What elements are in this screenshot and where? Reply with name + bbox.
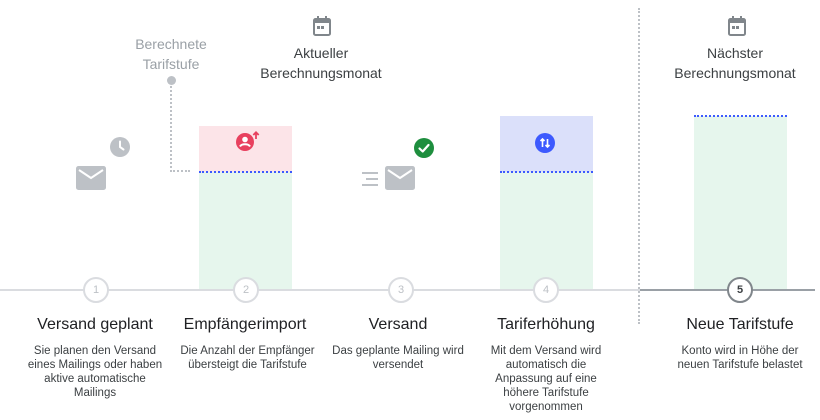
new-tier-threshold-line <box>694 115 787 117</box>
sending-mail-icon <box>362 166 415 190</box>
step-5-description: Konto wird in Höhe der neuen Tarifstufe … <box>677 345 803 371</box>
timeline-line <box>0 289 640 291</box>
step-1-title: Versand geplant <box>37 316 153 333</box>
calendar-icon <box>728 16 746 36</box>
calculated-tier-label: Berechnete Tarifstufe <box>135 36 207 72</box>
tier-threshold-line <box>500 171 593 173</box>
user-add-icon <box>236 131 260 151</box>
step-2-description: Die Anzahl der Empfänger übersteigt die … <box>180 345 315 371</box>
step-3-description: Das geplante Mailing wird versendet <box>332 345 464 371</box>
step-3-circle: 3 <box>388 277 414 303</box>
tier-bar <box>500 172 593 289</box>
calculated-tier-connector <box>170 86 190 172</box>
step-4-circle: 4 <box>533 277 559 303</box>
calculated-tier-dot <box>167 76 176 85</box>
swap-vertical-icon <box>535 133 555 153</box>
clock-icon <box>110 137 130 157</box>
new-tier-bar <box>694 116 787 289</box>
step-4-description: Mit dem Versand wird automatisch die Anp… <box>490 345 602 413</box>
step-3-title: Versand <box>368 316 428 333</box>
step-1-circle: 1 <box>83 277 109 303</box>
next-month-label: Nächster Berechnungsmonat <box>674 45 796 81</box>
mail-icon <box>76 166 106 190</box>
calendar-icon <box>313 16 331 36</box>
current-month-label: Aktueller Berechnungsmonat <box>260 45 382 81</box>
month-separator <box>638 8 640 324</box>
step-5-title: Neue Tarifstufe <box>686 316 794 333</box>
step-2-title: Empfängerimport <box>183 316 307 333</box>
tier-threshold-line <box>199 171 292 173</box>
step-1-description: Sie planen den Versand eines Mailings od… <box>27 345 163 399</box>
step-2-circle: 2 <box>233 277 259 303</box>
tier-bar <box>199 172 292 289</box>
check-circle-icon <box>414 138 434 158</box>
step-5-circle: 5 <box>727 277 753 303</box>
step-4-title: Tariferhöhung <box>497 316 595 333</box>
